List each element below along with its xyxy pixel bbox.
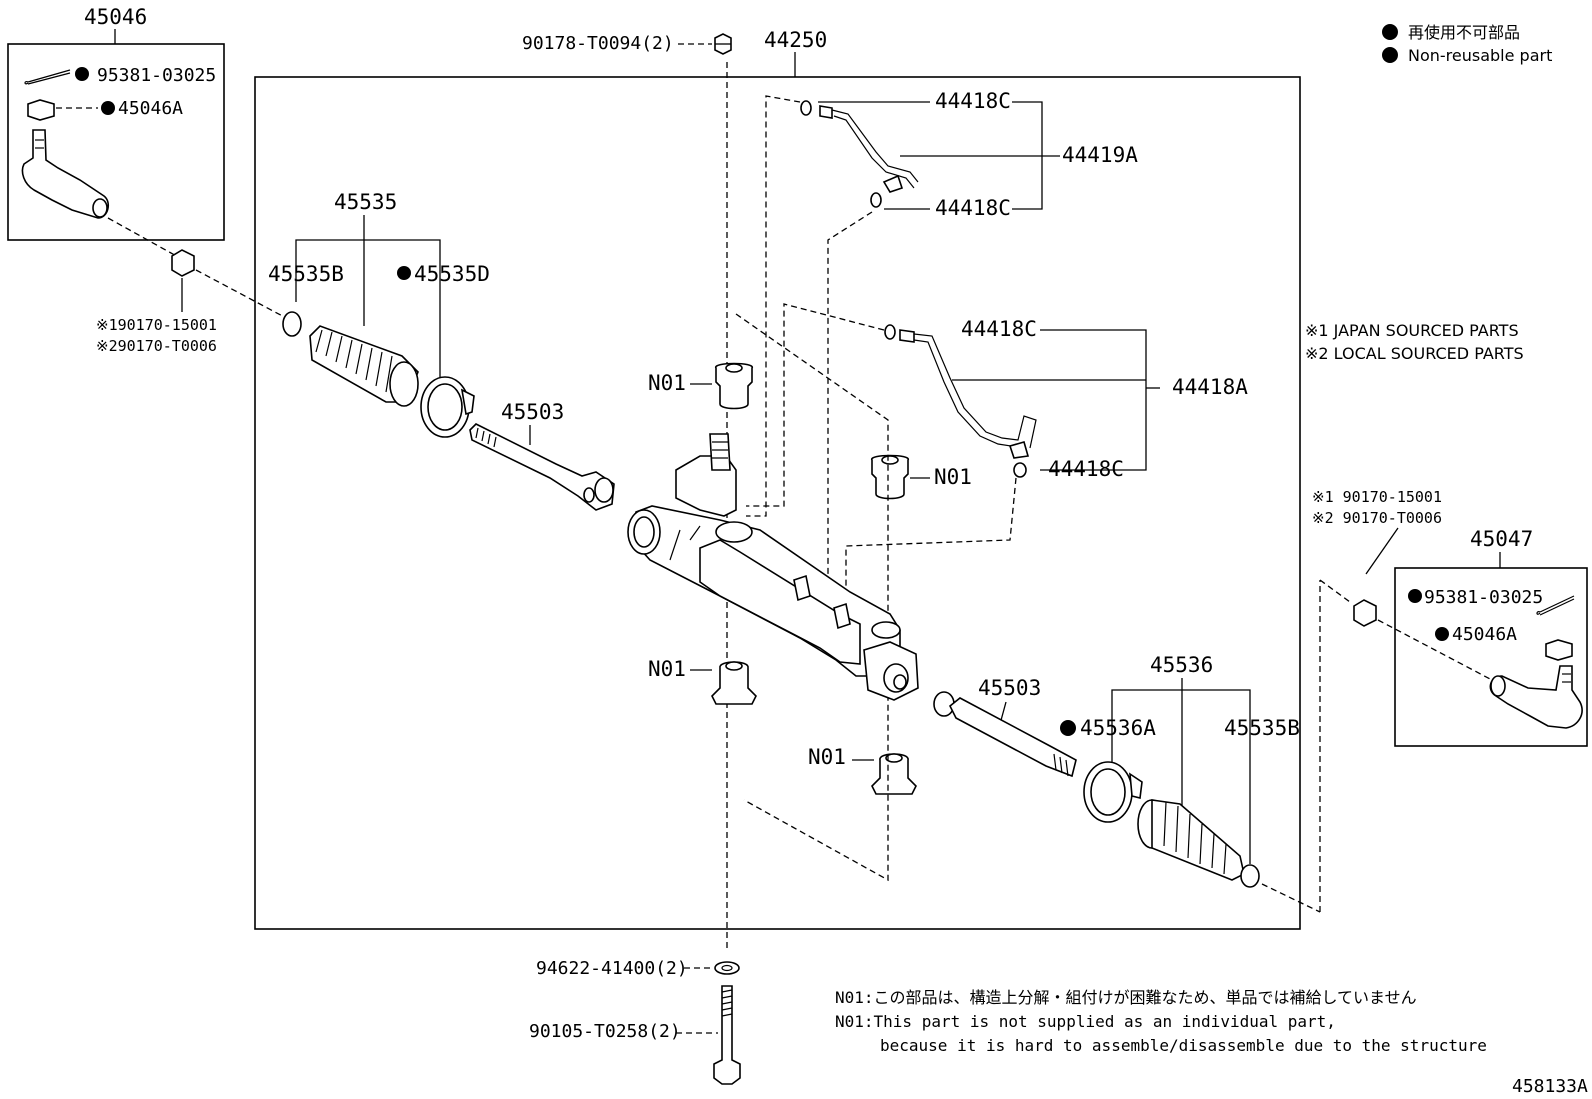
cotter-pin-icon xyxy=(24,69,71,85)
o-ring-icon xyxy=(884,324,896,340)
label-45046A-right: 45046A xyxy=(1452,624,1517,645)
tie-rod-end-left-group: 45046 95381-03025 45046A xyxy=(7,5,225,241)
label-45536: 45536 xyxy=(1150,653,1213,677)
label-N01-2: N01 xyxy=(934,465,972,489)
label-44418C-mid-a: 44418C xyxy=(961,317,1037,341)
label-90178-T0094: 90178-T0094(2) xyxy=(522,33,674,54)
bellows-boot-right-icon xyxy=(1137,799,1245,881)
tie-rod-end-icon xyxy=(21,129,110,219)
note-n01-en-2: because it is hard to assemble/disassemb… xyxy=(880,1036,1487,1055)
label-44418A: 44418A xyxy=(1172,375,1248,399)
tie-rod-right-group: 45503 xyxy=(933,676,1077,778)
bushing-icon-3 xyxy=(711,661,757,705)
bushing-icon-2 xyxy=(871,454,909,500)
label-190170-15001-right: ※1 90170-15001 xyxy=(1312,488,1442,506)
label-45535: 45535 xyxy=(334,190,397,214)
castle-nut-icon xyxy=(27,99,55,121)
label-94622-41400: 94622-41400(2) xyxy=(536,958,688,979)
bottom-fasteners-group: 94622-41400(2) 90105-T0258(2) xyxy=(529,958,741,1085)
castle-nut-icon xyxy=(1545,639,1573,661)
label-290170-T0006-right: ※2 90170-T0006 xyxy=(1312,509,1442,527)
hex-nut-left-icon xyxy=(171,249,195,277)
label-44419A: 44419A xyxy=(1062,143,1138,167)
diagram-id: 458133A xyxy=(1512,1076,1588,1097)
label-95381-03025-right: 95381-03025 xyxy=(1424,587,1543,608)
label-45503-right: 45503 xyxy=(978,676,1041,700)
hex-nut-right-icon xyxy=(1353,599,1377,627)
label-95381-03025-left: 95381-03025 xyxy=(97,65,216,86)
label-190170-15001-left: ※190170-15001 xyxy=(96,316,217,334)
legend-en: Non-reusable part xyxy=(1408,46,1552,65)
label-N01-1: N01 xyxy=(648,371,686,395)
label-45535D: 45535D xyxy=(414,262,490,286)
label-45535B-right: 45535B xyxy=(1224,716,1300,740)
tie-rod-right-icon xyxy=(948,697,1077,778)
washer-icon xyxy=(714,961,740,975)
label-44250: 44250 xyxy=(764,28,827,52)
label-44418C-mid-b: 44418C xyxy=(1048,457,1124,481)
boot-clamp-small-right-icon xyxy=(1240,864,1260,888)
tie-rod-end-icon xyxy=(1489,665,1583,729)
bushing-group-1: N01 xyxy=(648,362,753,410)
boot-clamp-small-left-icon xyxy=(282,311,302,337)
non-reusable-bullet-icon xyxy=(1382,24,1398,40)
label-90105-T0258: 90105-T0258(2) xyxy=(529,1021,681,1042)
label-44418C-top-a: 44418C xyxy=(935,89,1011,113)
note-n01-en-1: N01:This part is not supplied as an indi… xyxy=(835,1012,1336,1031)
label-44418C-top-b: 44418C xyxy=(935,196,1011,220)
tube-44418A-group: 44418C 44418A 44418C xyxy=(884,317,1248,481)
label-45535B-left: 45535B xyxy=(268,262,344,286)
top-bolt-group: 90178-T0094(2) xyxy=(522,33,732,55)
tie-rod-end-right-group: 45047 95381-03025 45046A xyxy=(1394,527,1588,747)
boot-right-group: 45536 45536A 45535B xyxy=(1060,653,1300,888)
non-reusable-bullet-icon xyxy=(1382,47,1398,63)
bushing-icon-4 xyxy=(871,753,917,795)
bushing-group-3: N01 xyxy=(648,657,757,705)
bushing-group-4: N01 xyxy=(808,745,917,795)
tube-44419A-icon xyxy=(831,109,919,189)
legend-jp: 再使用不可部品 xyxy=(1408,23,1520,42)
label-N01-3: N01 xyxy=(648,657,686,681)
rack-assembly-frame xyxy=(254,76,1301,930)
o-ring-icon xyxy=(1013,462,1027,478)
legend: 再使用不可部品 Non-reusable part xyxy=(1382,23,1552,65)
label-45046A-left: 45046A xyxy=(118,98,183,119)
label-45503-left: 45503 xyxy=(501,400,564,424)
o-ring-icon xyxy=(870,192,882,208)
tube-44419A-group: 44418C 44419A 44418C xyxy=(800,89,1138,220)
flange-bolt-icon xyxy=(713,985,741,1085)
source-notes: ※1 JAPAN SOURCED PARTS ※2 LOCAL SOURCED … xyxy=(1305,321,1524,363)
rack-housing-icon xyxy=(627,433,919,701)
label-N01-4: N01 xyxy=(808,745,846,769)
note-n01-jp: N01:この部品は、構造上分解・組付けが困難なため、単品では補給していません xyxy=(835,988,1417,1007)
bushing-icon-1 xyxy=(715,362,753,410)
tube-44418A-icon xyxy=(913,333,1037,449)
source-note-local: ※2 LOCAL SOURCED PARTS xyxy=(1305,344,1524,363)
label-45047: 45047 xyxy=(1470,527,1533,551)
source-note-japan: ※1 JAPAN SOURCED PARTS xyxy=(1305,321,1519,340)
n01-notes: N01:この部品は、構造上分解・組付けが困難なため、単品では補給していません N… xyxy=(835,988,1487,1055)
boot-left-group: 45535 45535B 45535D xyxy=(268,190,490,438)
label-45046: 45046 xyxy=(84,5,147,29)
bushing-group-2: N01 xyxy=(871,454,972,500)
bellows-boot-left-icon xyxy=(309,325,419,407)
label-45536A: 45536A xyxy=(1080,716,1156,740)
label-290170-T0006-left: ※290170-T0006 xyxy=(96,337,217,355)
cotter-pin-icon xyxy=(1536,595,1575,616)
tie-rod-left-group: 45503 xyxy=(469,400,615,511)
o-ring-icon xyxy=(800,100,812,116)
